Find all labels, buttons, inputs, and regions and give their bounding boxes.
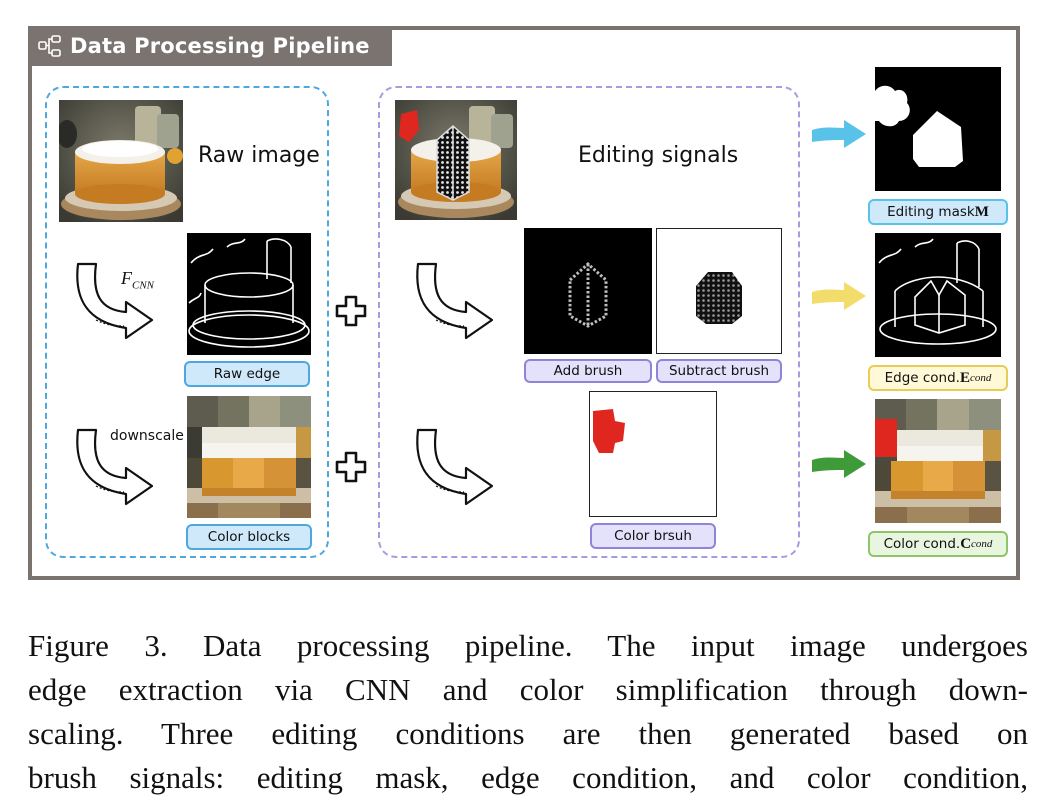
subtract-brush-image xyxy=(656,228,782,354)
color-blocks-tag: Color blocks xyxy=(186,524,312,550)
editing-signals-label: Editing signals xyxy=(578,143,739,168)
color-condition-subscript: cond xyxy=(971,538,993,550)
input-processing-group xyxy=(45,86,329,558)
arrow-right-icon xyxy=(812,120,866,148)
edge-condition-subscript: cond xyxy=(970,372,992,384)
figure-caption: Figure 3. Data processing pipeline. The … xyxy=(28,624,1028,800)
fcnn-label: FCNN xyxy=(121,268,155,292)
arrow-right-icon xyxy=(812,450,866,478)
caption-line: edge extraction via CNN and color simpli… xyxy=(28,672,1028,707)
arrow-right-icon xyxy=(812,282,866,310)
color-blocks-image xyxy=(187,396,311,518)
edge-condition-symbol: E xyxy=(959,369,970,386)
editing-signals-group xyxy=(378,86,800,558)
title-tab: Data Processing Pipeline xyxy=(28,26,392,66)
raw-image-photo xyxy=(59,100,183,222)
edge-condition-image xyxy=(875,233,1001,357)
caption-line: scaling. Three editing conditions are th… xyxy=(28,716,1028,751)
editing-mask-symbol: M xyxy=(974,203,989,220)
diagram-title: Data Processing Pipeline xyxy=(70,34,370,58)
raw-edge-image xyxy=(187,233,311,355)
color-brush-tag: Color brsuh xyxy=(590,523,716,549)
editing-signals-photo xyxy=(395,100,517,220)
caption-line: brush signals: editing mask, edge condit… xyxy=(28,760,1028,795)
curved-arrow-icon xyxy=(416,262,494,340)
color-condition-image xyxy=(875,399,1001,523)
add-brush-tag: Add brush xyxy=(524,359,652,383)
curved-arrow-icon xyxy=(76,262,154,340)
subtract-brush-tag: Subtract brush xyxy=(656,359,782,383)
color-condition-symbol: C xyxy=(960,535,972,552)
raw-edge-tag: Raw edge xyxy=(184,361,310,387)
editing-mask-tag: Editing mask M xyxy=(868,199,1008,225)
fcnn-subscript: CNN xyxy=(132,279,155,292)
plus-icon xyxy=(335,451,367,483)
raw-image-label: Raw image xyxy=(198,143,320,168)
caption-line: Figure 3. Data processing pipeline. The … xyxy=(28,628,1028,663)
plus-icon xyxy=(335,295,367,327)
add-brush-image xyxy=(524,228,652,354)
curved-arrow-icon xyxy=(416,428,494,506)
color-brush-image xyxy=(589,391,717,517)
flowchart-icon xyxy=(38,35,62,57)
downscale-label: downscale xyxy=(110,428,184,444)
editing-mask-image xyxy=(875,67,1001,191)
curved-arrow-icon xyxy=(76,428,154,506)
